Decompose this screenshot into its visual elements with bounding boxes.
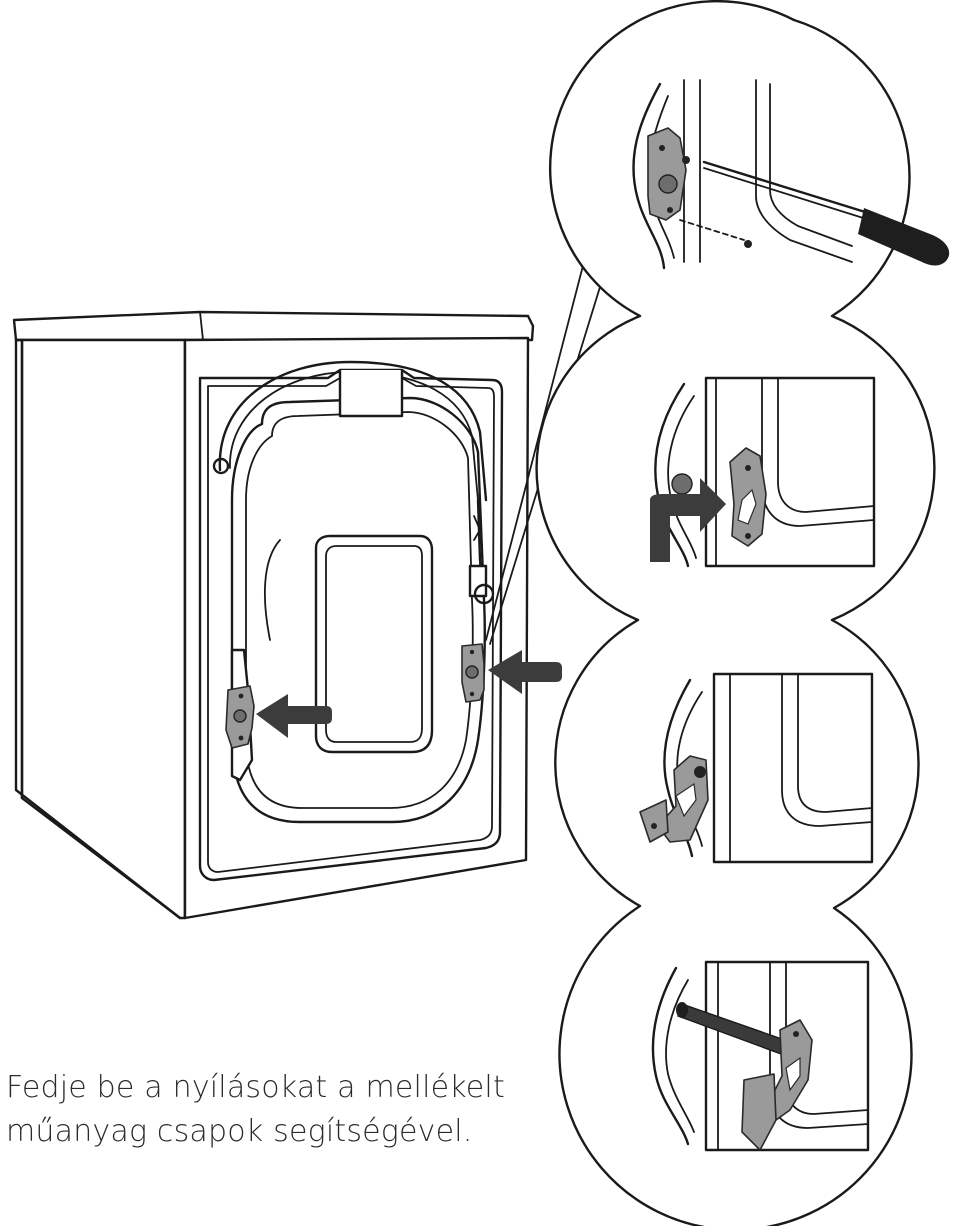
detail-step-3	[639, 672, 874, 864]
detail-step-4	[651, 960, 870, 1152]
left-bracket	[225, 685, 255, 749]
bracket-icon	[639, 755, 709, 843]
bracket-icon	[741, 1019, 813, 1151]
caption-line-1: Fedje be a nyílásokat a mellékelt	[6, 1070, 505, 1105]
arrow-left-icon	[256, 694, 332, 738]
detail-step-1	[632, 79, 950, 270]
bracket-icon	[729, 447, 767, 547]
detail-step-2	[650, 376, 876, 568]
detail-bubbles	[535, 0, 936, 1226]
bracket-icon	[647, 127, 687, 221]
right-bracket	[461, 643, 485, 703]
arrow-right-icon	[488, 650, 562, 694]
caption-line-2: műanyag csapok segítségével.	[6, 1114, 473, 1149]
instruction-caption: Fedje be a nyílásokat a mellékelt műanya…	[6, 1066, 526, 1154]
screwdriver-icon	[702, 160, 950, 266]
washing-machine-rear	[12, 310, 562, 920]
arrow-icon	[650, 478, 726, 562]
